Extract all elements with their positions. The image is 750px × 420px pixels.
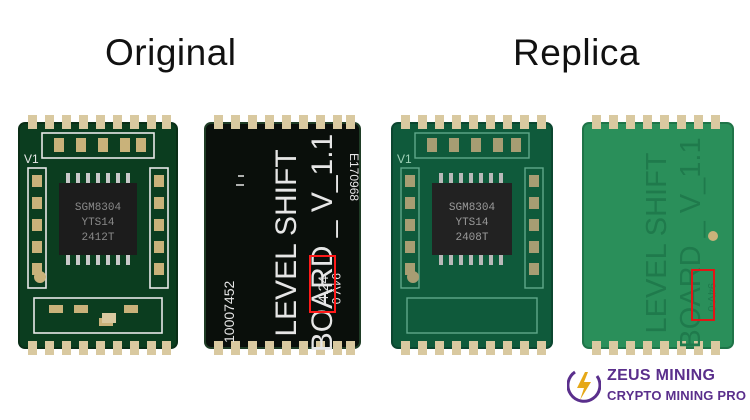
logo-line2: CRYPTO MINING PRO [607, 388, 747, 403]
replica-chip-line2: YTS14 [455, 217, 488, 229]
original-chip-line1: SGM8304 [75, 202, 122, 214]
replica-test-pad [407, 271, 419, 283]
zeus-mining-logo: ZEUS MINING CRYPTO MINING PRO [567, 363, 746, 411]
replica-via-pad [708, 231, 718, 241]
original-chip-line3: 2412T [81, 232, 114, 244]
original-back-title1: LEVEL SHIFT [270, 149, 303, 336]
logo-line1: ZEUS MINING [607, 367, 716, 384]
replica-heading: Replica [513, 32, 640, 73]
replica-back-title1: LEVEL SHIFT [641, 152, 673, 333]
original-v-label: V1 [24, 152, 39, 166]
original-back-board: LEVEL SHIFT BOARD _ V_1.1 10007452 E1709… [204, 115, 361, 355]
replica-back-board: LEVEL SHIFT BOARD _ V_1.1 94V-0 [582, 115, 734, 355]
replica-chip [432, 183, 512, 255]
original-smd-component [102, 313, 116, 323]
replica-highlight-box [691, 269, 715, 321]
original-heading: Original [105, 32, 237, 73]
original-chip-line2: YTS14 [81, 217, 114, 229]
replica-front-board: SGM8304 YTS14 2408T V1 [391, 115, 553, 355]
original-back-date: 4.24 [315, 276, 331, 303]
original-back-title2: BOARD _ V_1.1 [306, 134, 339, 352]
original-front-board: SGM8304 YTS14 2412T V1 [18, 115, 178, 355]
replica-back-94v: 94V-0 [705, 283, 717, 312]
original-highlight-box [309, 255, 336, 313]
replica-chip-line3: 2408T [455, 232, 488, 244]
replica-v-label: V1 [397, 152, 412, 166]
original-back-partno: 10007452 [221, 280, 237, 343]
original-chip [59, 183, 137, 255]
silkscreen-marks-icon [236, 175, 244, 186]
lightning-logo-icon [567, 370, 601, 403]
original-test-pad [34, 271, 46, 283]
original-back-cert: E170968 [347, 153, 361, 201]
replica-chip-line1: SGM8304 [449, 202, 496, 214]
